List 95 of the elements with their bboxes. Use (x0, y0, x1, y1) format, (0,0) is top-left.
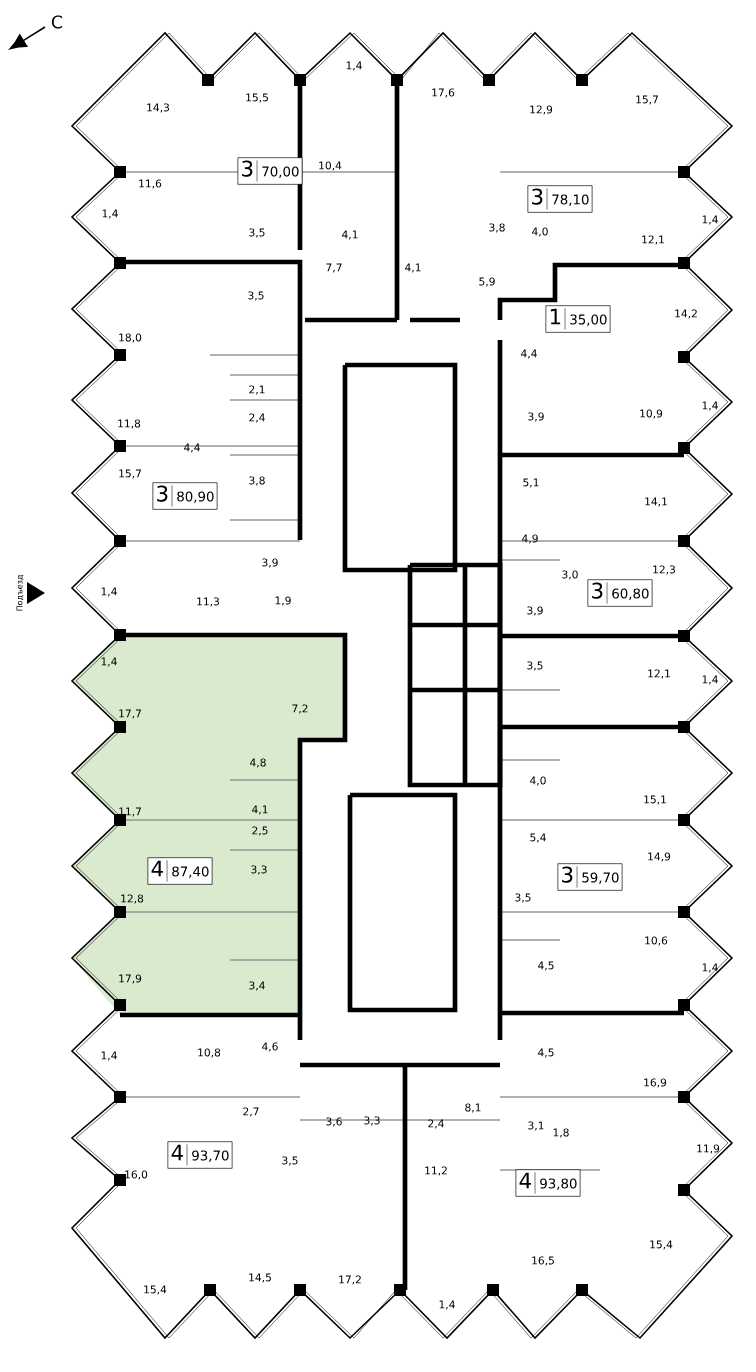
area-label: 11,6 (139, 179, 162, 189)
area-label: 2,7 (243, 1107, 259, 1117)
area-label: 17,7 (119, 709, 141, 719)
area-label: 1,4 (702, 215, 718, 225)
area-label: 3,9 (262, 558, 278, 568)
area-label: 4,1 (342, 230, 358, 240)
area-label: 12,1 (642, 235, 664, 245)
area-label: 8,1 (465, 1103, 481, 1113)
area-label: 3,9 (527, 606, 543, 616)
apartment-badge: 4 93,70 (167, 1141, 233, 1169)
area-label: 12,9 (530, 105, 553, 115)
area-label: 3,5 (249, 228, 265, 238)
area-label: 1,4 (346, 61, 362, 71)
area-label: 15,4 (144, 1285, 167, 1295)
area-label: 1,9 (275, 596, 291, 606)
area-label: 3,6 (326, 1117, 342, 1127)
area-label: 4,0 (532, 227, 548, 237)
area-label: 15,4 (650, 1240, 673, 1250)
area-label: 3,5 (282, 1156, 298, 1166)
area-label: 11,9 (697, 1144, 720, 1154)
area-label: 10,9 (640, 409, 663, 419)
entrance-label: Подъезд (16, 575, 24, 611)
area-label: 4,4 (521, 349, 537, 359)
area-label: 5,4 (530, 833, 546, 843)
area-label: 1,4 (101, 1051, 117, 1061)
area-label: 12,1 (648, 669, 670, 679)
area-label: 12,8 (121, 894, 144, 904)
area-label: 10,6 (645, 936, 668, 946)
area-label: 11,8 (118, 419, 141, 429)
area-label: 4,1 (252, 805, 268, 815)
area-label: 16,0 (125, 1170, 148, 1180)
area-label: 4,4 (184, 443, 200, 453)
area-label: 1,4 (102, 209, 118, 219)
area-label: 4,9 (522, 534, 538, 544)
area-label: 14,5 (249, 1273, 271, 1283)
area-label: 15,7 (636, 95, 658, 105)
area-label: 1,8 (553, 1128, 569, 1138)
area-label: 3,4 (249, 981, 265, 991)
area-label: 4,0 (530, 776, 546, 786)
apartment-badge: 3 60,80 (587, 579, 653, 607)
area-label: 3,3 (364, 1116, 380, 1126)
area-label: 11,2 (425, 1166, 447, 1176)
apartment-badge: 1 35,00 (545, 305, 611, 333)
apartment-badge: 3 70,00 (237, 157, 303, 185)
area-label: 17,2 (339, 1275, 361, 1285)
area-label: 1,4 (101, 657, 117, 667)
area-label: 1,4 (702, 963, 718, 973)
area-label: 1,4 (702, 675, 718, 685)
area-label: 16,5 (532, 1256, 554, 1266)
area-label: 17,6 (432, 88, 455, 98)
area-label: 10,4 (319, 161, 342, 171)
area-label: 3,0 (562, 570, 578, 580)
area-label: 7,2 (292, 704, 308, 714)
area-label: 5,9 (479, 277, 495, 287)
area-label: 3,5 (527, 661, 543, 671)
area-label: 1,4 (101, 587, 117, 597)
area-label: 4,5 (538, 961, 554, 971)
area-label: 11,3 (197, 597, 219, 607)
apartment-badge: 3 78,10 (527, 185, 593, 213)
area-label: 18,0 (119, 333, 142, 343)
area-label: 4,1 (405, 263, 421, 273)
area-label: 2,5 (252, 826, 268, 836)
area-label: 3,5 (248, 291, 264, 301)
area-label: 5,1 (523, 478, 539, 488)
area-label: 4,6 (262, 1042, 278, 1052)
apartment-badge: 4 93,80 (515, 1169, 581, 1197)
area-label: 3,1 (528, 1121, 544, 1131)
area-label: 14,1 (645, 497, 667, 507)
compass-label: С (51, 15, 63, 29)
apartment-badge: 4 87,40 (147, 857, 213, 885)
area-label: 15,7 (119, 469, 141, 479)
area-label: 7,7 (326, 263, 342, 273)
area-label: 14,3 (147, 103, 169, 113)
area-label: 3,5 (515, 893, 531, 903)
area-label: 2,1 (249, 385, 265, 395)
area-label: 2,4 (428, 1119, 444, 1129)
area-label: 1,4 (702, 401, 718, 411)
apartment-badge: 3 80,90 (152, 482, 218, 510)
area-label: 4,8 (250, 758, 266, 768)
area-label: 14,9 (648, 852, 671, 862)
area-label: 15,5 (246, 93, 268, 103)
area-label: 15,1 (644, 795, 666, 805)
area-label: 17,9 (119, 974, 142, 984)
area-label: 16,9 (644, 1078, 667, 1088)
area-label: 3,8 (489, 223, 505, 233)
area-label: 2,4 (249, 413, 265, 423)
area-label: 3,9 (528, 412, 544, 422)
apartment-badge: 3 59,70 (557, 863, 623, 891)
area-label: 1,4 (439, 1300, 455, 1310)
area-label: 3,8 (249, 476, 265, 486)
area-label: 4,5 (538, 1048, 554, 1058)
area-label: 3,3 (251, 865, 267, 875)
area-label: 10,8 (198, 1048, 221, 1058)
area-label: 12,3 (653, 565, 675, 575)
area-label: 14,2 (675, 309, 697, 319)
